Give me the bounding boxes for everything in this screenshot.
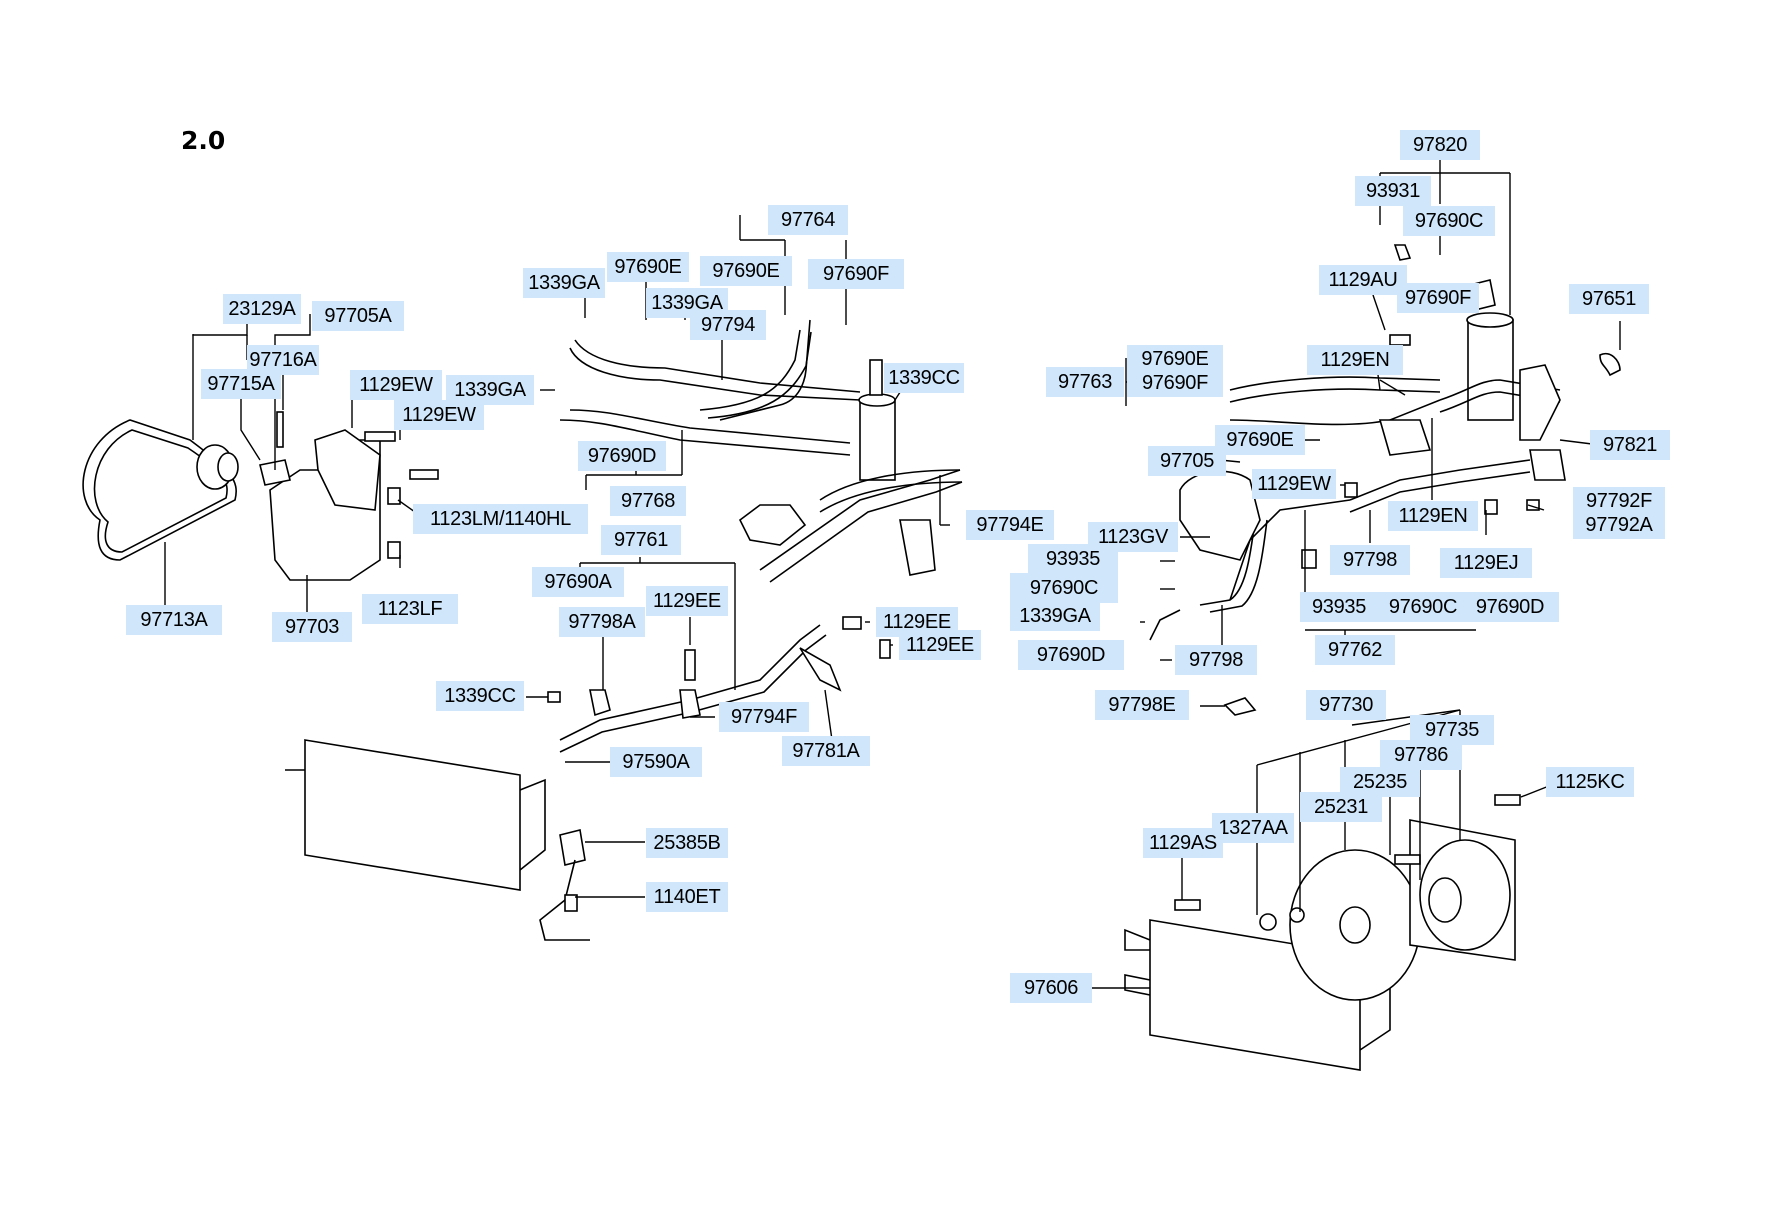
part-label-97690E-a[interactable]: 97690E (607, 252, 689, 282)
part-label-97703[interactable]: 97703 (272, 612, 352, 642)
part-label-97781A[interactable]: 97781A (782, 736, 870, 766)
part-label-1123LM[interactable]: 1123LM/1140HL (413, 504, 588, 534)
part-label-97690D-c[interactable]: 97690D (1018, 640, 1124, 670)
part-label-97690C-a[interactable]: 97690C (1403, 206, 1495, 236)
part-label-1339GA-a[interactable]: 1339GA (523, 268, 605, 298)
part-label-23129A[interactable]: 23129A (223, 294, 301, 324)
part-label-97798E[interactable]: 97798E (1095, 690, 1189, 720)
part-label-97761[interactable]: 97761 (601, 525, 681, 555)
part-label-97590A[interactable]: 97590A (610, 747, 702, 777)
part-label-97690C-b[interactable]: 97690C (1010, 573, 1118, 603)
compressor-body-97705A (314, 429, 381, 511)
part-label-97690D-b[interactable]: 97690D (1461, 592, 1559, 622)
part-label-97690F-b[interactable]: 97690F (1397, 283, 1479, 313)
part-label-93931[interactable]: 93931 (1355, 176, 1431, 206)
condenser-left (304, 739, 521, 891)
part-label-97798-a[interactable]: 97798 (1330, 545, 1410, 575)
part-label-97794[interactable]: 97794 (690, 310, 766, 340)
part-label-97798A[interactable]: 97798A (559, 607, 645, 637)
part-label-97763[interactable]: 97763 (1046, 367, 1124, 397)
part-label-97764[interactable]: 97764 (768, 205, 848, 235)
part-label-1339GA-d[interactable]: 1339GA (1010, 601, 1100, 631)
part-label-1129EJ[interactable]: 1129EJ (1440, 548, 1532, 578)
part-label-97690E-b[interactable]: 97690E (700, 256, 792, 286)
part-label-1129EE-c[interactable]: 1129EE (899, 630, 981, 660)
part-label-93935-a[interactable]: 93935 (1028, 544, 1118, 574)
part-label-1129EW-b[interactable]: 1129EW (394, 400, 484, 430)
part-label-1125KC[interactable]: 1125KC (1546, 767, 1634, 797)
diagram-title: 2.0 (181, 126, 226, 155)
part-label-1129EW-c[interactable]: 1129EW (1252, 469, 1336, 499)
part-label-97690D-a[interactable]: 97690D (578, 441, 666, 471)
part-label-97792F-97792A[interactable]: 97792F 97792A (1573, 487, 1665, 539)
part-label-97705A[interactable]: 97705A (312, 301, 404, 331)
part-label-1129EW-a[interactable]: 1129EW (350, 370, 442, 400)
part-label-97730[interactable]: 97730 (1306, 690, 1386, 720)
part-label-97715A[interactable]: 97715A (201, 369, 281, 399)
part-label-97690E-d[interactable]: 97690E (1215, 425, 1305, 455)
part-label-97792F[interactable]: 97792F (1585, 490, 1653, 512)
part-label-1339GA-c[interactable]: 1339GA (446, 375, 534, 405)
hose-group-right (1125, 159, 1621, 716)
part-label-1129EN-b[interactable]: 1129EN (1388, 501, 1478, 531)
part-label-97820[interactable]: 97820 (1400, 130, 1480, 160)
part-label-1129EN-a[interactable]: 1129EN (1307, 345, 1403, 375)
part-label-97792A[interactable]: 97792A (1585, 514, 1653, 536)
part-label-1327AA[interactable]: 1327AA (1212, 813, 1294, 843)
part-label-97690F-c[interactable]: 97690F (1141, 372, 1209, 394)
part-label-97690E-c[interactable]: 97690E (1141, 348, 1209, 370)
part-label-97606[interactable]: 97606 (1010, 973, 1092, 1003)
part-label-97762[interactable]: 97762 (1315, 635, 1395, 665)
part-label-1339CC-a[interactable]: 1339CC (884, 363, 964, 393)
part-label-97690E-97690F[interactable]: 97690E 97690F (1127, 345, 1223, 397)
part-label-97798-b[interactable]: 97798 (1175, 645, 1257, 675)
part-label-1129AS[interactable]: 1129AS (1143, 828, 1223, 858)
part-label-1123LF[interactable]: 1123LF (362, 594, 458, 624)
part-label-25231[interactable]: 25231 (1300, 792, 1382, 822)
part-label-97705[interactable]: 97705 (1148, 446, 1226, 476)
part-label-25385B[interactable]: 25385B (646, 828, 728, 858)
part-label-97786[interactable]: 97786 (1380, 740, 1462, 770)
part-label-97690A[interactable]: 97690A (532, 567, 624, 597)
part-label-1140ET[interactable]: 1140ET (646, 882, 728, 912)
part-label-97713A[interactable]: 97713A (126, 605, 222, 635)
part-label-1129EE-a[interactable]: 1129EE (646, 586, 728, 616)
compressor-belt-group (82, 314, 439, 612)
part-label-1339CC-b[interactable]: 1339CC (436, 681, 524, 711)
accumulator-center (859, 399, 896, 481)
condenser-left-group (285, 739, 645, 941)
part-label-97794E[interactable]: 97794E (966, 510, 1054, 540)
part-label-97794F[interactable]: 97794F (719, 702, 809, 732)
part-label-97821[interactable]: 97821 (1590, 430, 1670, 460)
part-label-97690C-c[interactable]: 97690C (1377, 592, 1469, 622)
condenser-fan-group (1092, 709, 1555, 1071)
accumulator-right (1467, 319, 1514, 421)
part-label-97768[interactable]: 97768 (610, 486, 686, 516)
part-label-97651[interactable]: 97651 (1569, 284, 1649, 314)
part-label-1129AU[interactable]: 1129AU (1319, 265, 1407, 295)
part-label-97690F-a[interactable]: 97690F (808, 259, 904, 289)
part-label-93935-b[interactable]: 93935 (1300, 592, 1378, 622)
